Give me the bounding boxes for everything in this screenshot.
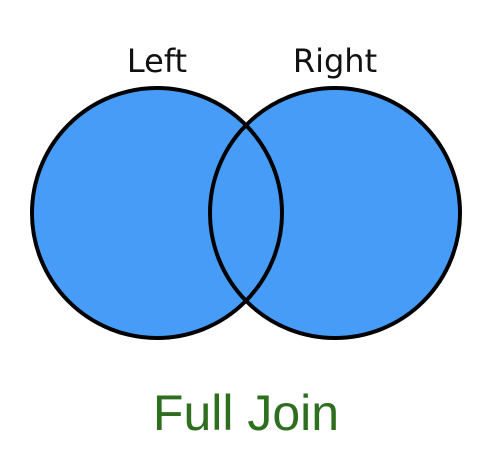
left-circle-outline <box>30 86 284 340</box>
right-circle-outline <box>208 86 462 340</box>
join-caption: Full Join <box>153 385 339 441</box>
left-circle-fill <box>32 88 282 338</box>
right-label: Right <box>293 42 377 80</box>
right-circle-fill <box>210 88 460 338</box>
left-label: Left <box>127 42 187 80</box>
